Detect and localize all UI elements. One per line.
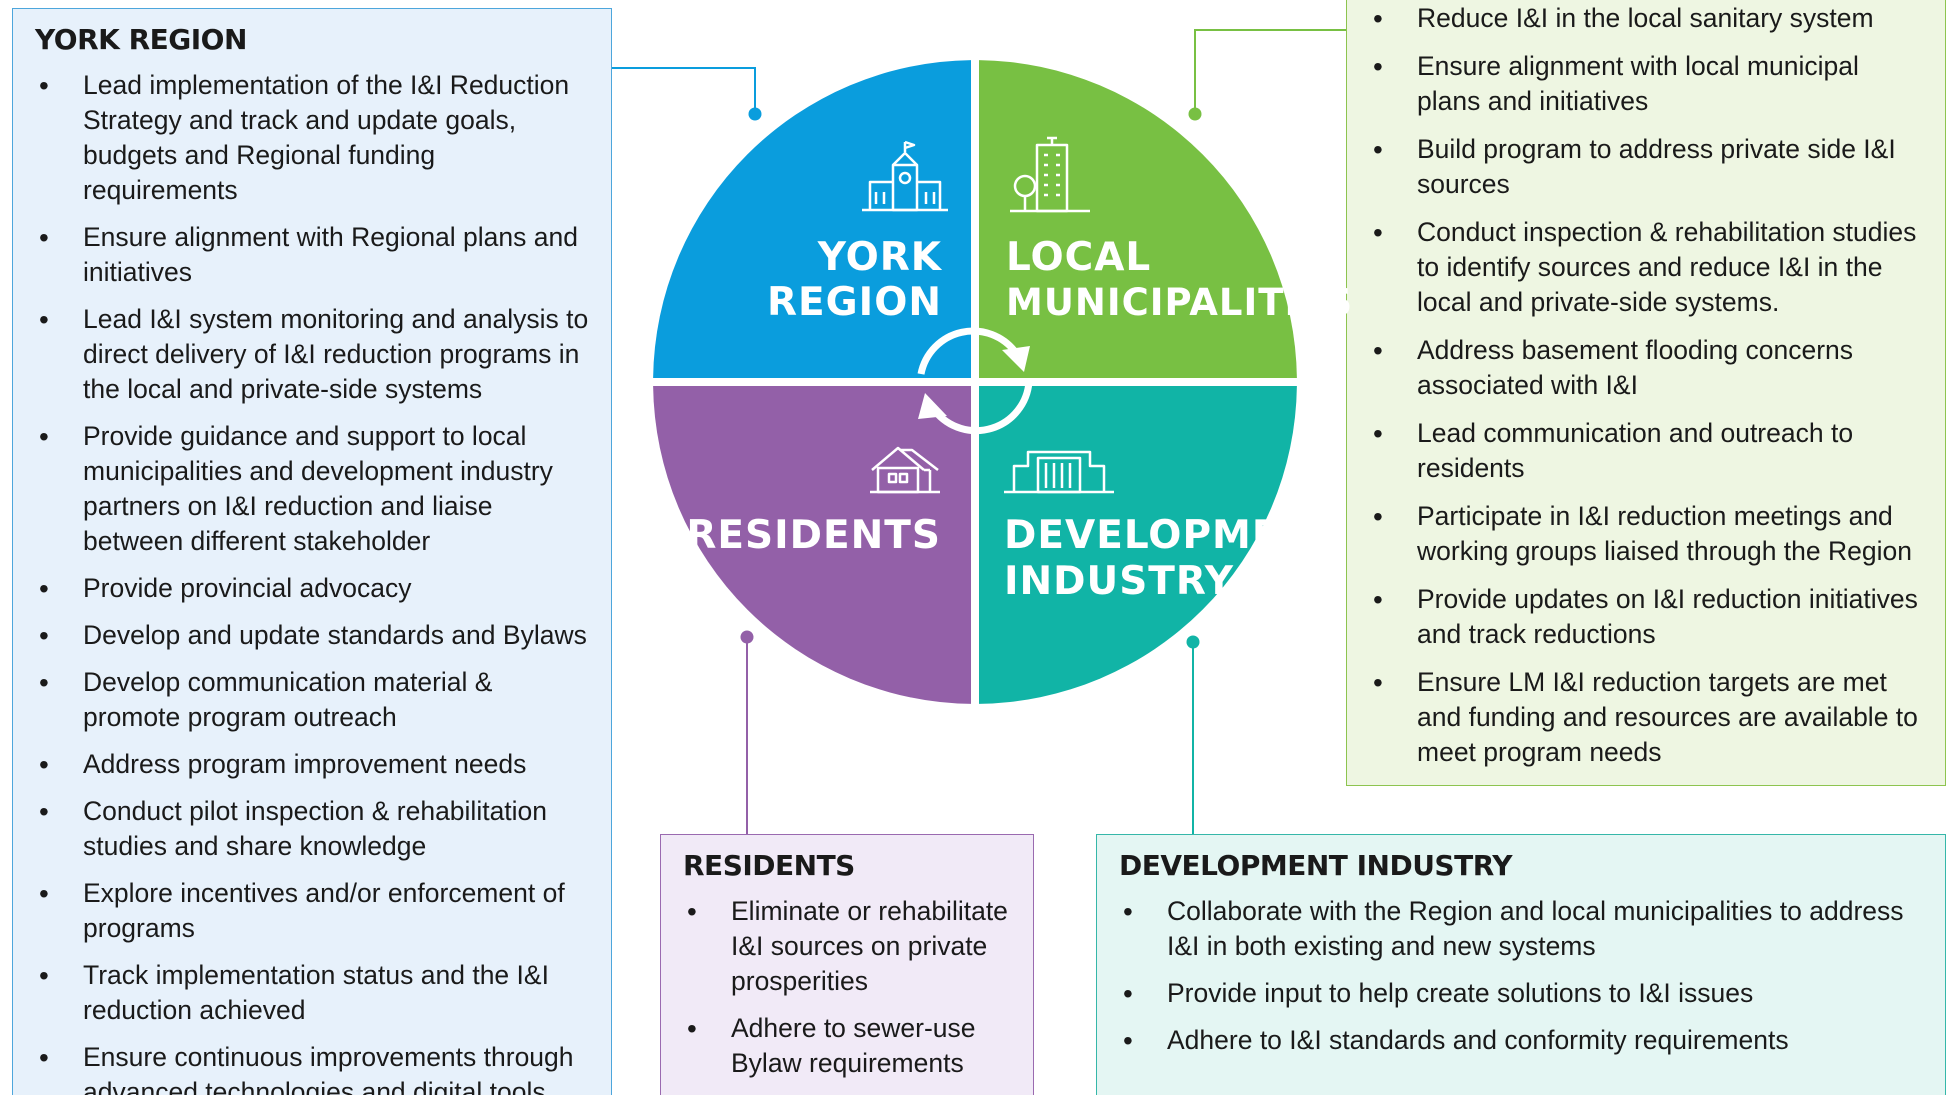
dev-connector-dot bbox=[1186, 635, 1200, 649]
list-item: Provide provincial advocacy bbox=[35, 571, 591, 606]
residents-panel: RESIDENTS Eliminate or rehabilitate I&I … bbox=[660, 834, 1034, 1095]
list-item: Reduce I&I in the local sanitary system bbox=[1369, 1, 1925, 36]
house-icon bbox=[870, 446, 940, 494]
list-item: Lead implementation of the I&I Reduction… bbox=[35, 68, 591, 208]
york-region-label-line1: YORK bbox=[817, 235, 943, 280]
york-region-list: Lead implementation of the I&I Reduction… bbox=[35, 68, 591, 1095]
york-connector bbox=[612, 67, 756, 114]
list-item: Ensure continuous improvements through a… bbox=[35, 1040, 591, 1095]
city-building-icon bbox=[1010, 136, 1090, 213]
development-industry-label-line1: DEVELOPMENT bbox=[1004, 513, 1341, 558]
factory-icon bbox=[1004, 450, 1114, 494]
list-item: Collaborate with the Region and local mu… bbox=[1119, 894, 1925, 964]
list-item: Develop communication material & promote… bbox=[35, 665, 591, 735]
development-industry-label-line2: INDUSTRY bbox=[1004, 559, 1234, 604]
list-item: Ensure alignment with Regional plans and… bbox=[35, 220, 591, 290]
cycle-arrows-icon bbox=[917, 327, 1033, 435]
development-industry-list: Collaborate with the Region and local mu… bbox=[1119, 894, 1925, 1058]
development-industry-quadrant bbox=[979, 386, 1297, 704]
list-item: Ensure alignment with local municipal pl… bbox=[1369, 49, 1925, 119]
list-item: Conduct pilot inspection & rehabilitatio… bbox=[35, 794, 591, 864]
list-item: Lead communication and outreach to resid… bbox=[1369, 416, 1925, 486]
list-item: Build program to address private side I&… bbox=[1369, 132, 1925, 202]
residents-panel-title: RESIDENTS bbox=[683, 849, 855, 882]
list-item: Adhere to sewer-use Bylaw requirements bbox=[683, 1011, 1013, 1081]
connector-lines bbox=[612, 29, 1346, 834]
local-municipalities-list: Reduce I&I in the local sanitary system … bbox=[1369, 1, 1925, 770]
residents-list: Eliminate or rehabilitate I&I sources on… bbox=[683, 894, 1013, 1081]
list-item: Provide guidance and support to local mu… bbox=[35, 419, 591, 559]
york-region-quadrant bbox=[653, 60, 971, 378]
list-item: Provide updates on I&I reduction initiat… bbox=[1369, 582, 1925, 652]
list-item: Lead I&I system monitoring and analysis … bbox=[35, 302, 591, 407]
york-region-panel-title: YORK REGION bbox=[35, 23, 247, 56]
residents-label: RESIDENTS bbox=[686, 513, 941, 558]
york-connector-dot bbox=[748, 107, 762, 121]
local-municipalities-panel: Reduce I&I in the local sanitary system … bbox=[1346, 0, 1946, 786]
york-region-label-line2: REGION bbox=[767, 280, 942, 325]
list-item: Develop and update standards and Bylaws bbox=[35, 618, 591, 653]
list-item: Provide input to help create solutions t… bbox=[1119, 976, 1925, 1011]
development-industry-panel-title: DEVELOPMENT INDUSTRY bbox=[1119, 849, 1513, 882]
lm-connector bbox=[1194, 29, 1346, 114]
list-item: Conduct inspection & rehabilitation stud… bbox=[1369, 215, 1925, 320]
list-item: Explore incentives and/or enforcement of… bbox=[35, 876, 591, 946]
local-municipalities-label-line1: LOCAL bbox=[1006, 235, 1151, 280]
list-item: Address basement flooding concerns assoc… bbox=[1369, 333, 1925, 403]
list-item: Track implementation status and the I&I … bbox=[35, 958, 591, 1028]
list-item: Eliminate or rehabilitate I&I sources on… bbox=[683, 894, 1013, 999]
local-municipalities-label-line2: MUNICIPALITIES bbox=[1006, 281, 1353, 324]
development-industry-panel: DEVELOPMENT INDUSTRY Collaborate with th… bbox=[1096, 834, 1946, 1095]
lm-connector-dot bbox=[1188, 107, 1202, 121]
list-item: Ensure LM I&I reduction targets are met … bbox=[1369, 665, 1925, 770]
local-municipalities-quadrant bbox=[979, 60, 1297, 378]
york-region-panel: YORK REGION Lead implementation of the I… bbox=[12, 8, 612, 1095]
cycle-arrowheads bbox=[918, 346, 1030, 419]
list-item: Adhere to I&I standards and conformity r… bbox=[1119, 1023, 1925, 1058]
residents-quadrant bbox=[653, 386, 971, 704]
list-item: Address program improvement needs bbox=[35, 747, 591, 782]
list-item: Participate in I&I reduction meetings an… bbox=[1369, 499, 1925, 569]
town-hall-icon bbox=[862, 140, 948, 212]
res-connector-dot bbox=[740, 630, 754, 644]
